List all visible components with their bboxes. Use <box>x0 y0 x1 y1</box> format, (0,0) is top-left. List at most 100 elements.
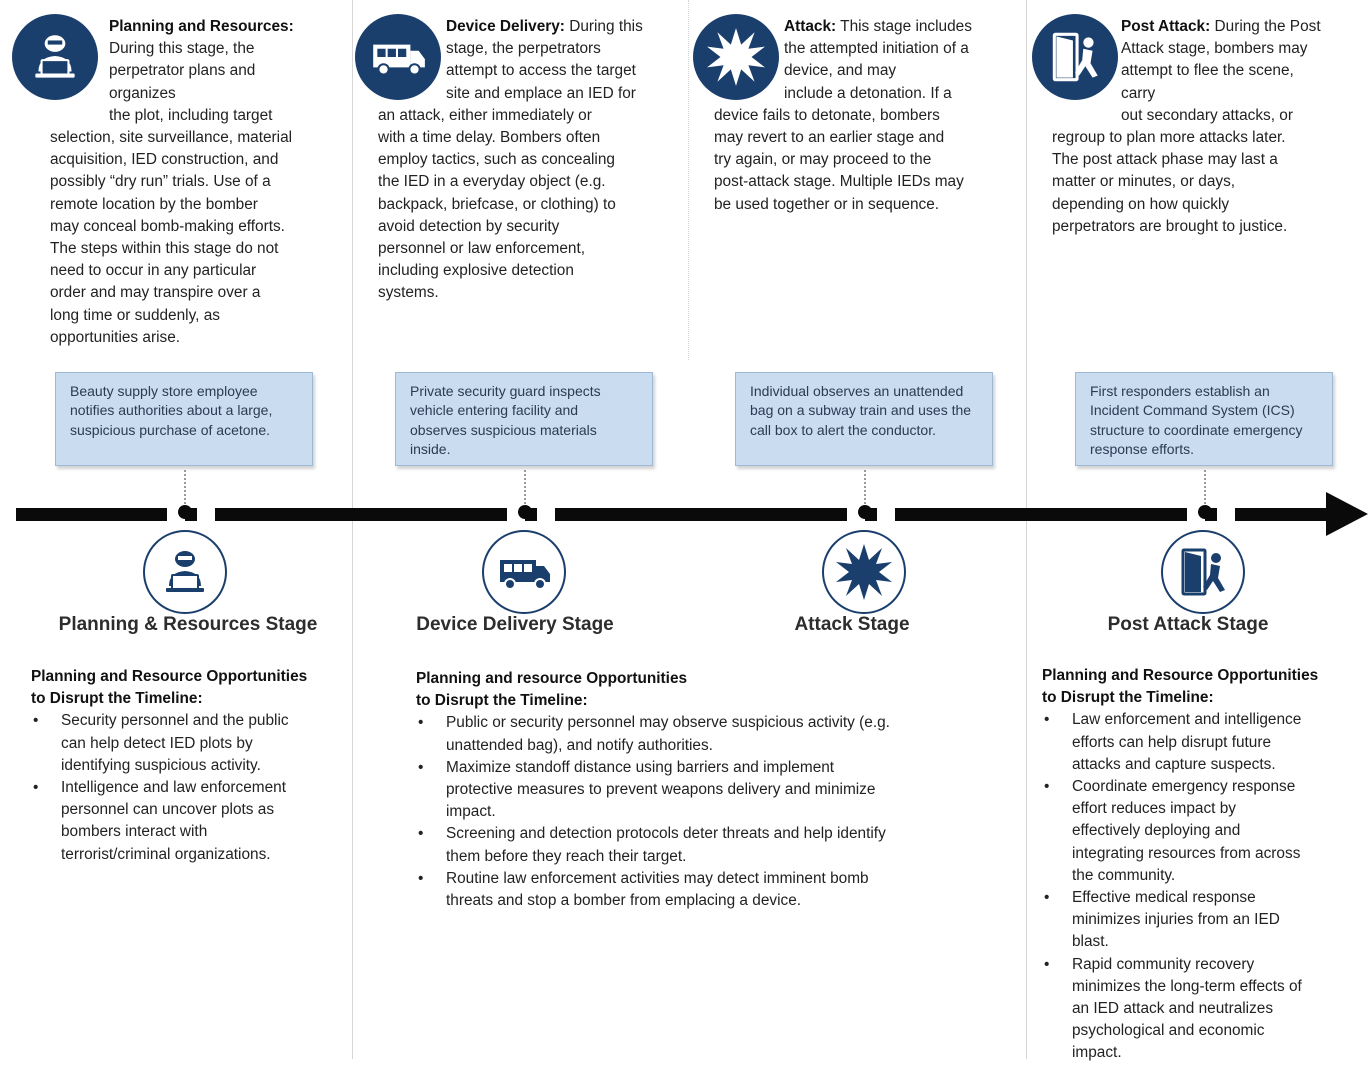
opportunity-line: the community. <box>1072 866 1176 884</box>
post-attack-description-line: The post attack phase may last a <box>1052 151 1278 169</box>
device-delivery-opportunities: Planning and resource Opportunities to D… <box>416 668 890 912</box>
attack-description-line: include a detonation. If a <box>784 84 952 102</box>
opportunity-line: Effective medical response <box>1072 889 1256 907</box>
opportunity-line: effort reduces impact by <box>1072 800 1236 818</box>
post-attack-description-line: regroup to plan more attacks later. <box>1052 129 1286 147</box>
opportunities-heading: Planning and Resource Opportunities to D… <box>31 666 307 710</box>
post-attack-description-title: Post Attack: <box>1121 18 1211 35</box>
timeline-gap <box>197 504 215 525</box>
column-separator <box>352 0 353 1059</box>
device-delivery-description-line: avoid detection by security <box>378 217 560 235</box>
delivery-truck-icon <box>355 14 441 100</box>
post-attack-description-line: Attack stage, bombers may <box>1121 40 1308 58</box>
opportunity-line: bombers interact with <box>61 823 208 841</box>
door-exit-icon <box>1161 530 1245 614</box>
timeline-gap <box>1217 504 1235 525</box>
opportunity-line: impact. <box>1072 1044 1122 1062</box>
opportunities-heading-line: Planning and Resource Opportunities <box>31 668 308 685</box>
person-laptop-icon <box>12 14 98 100</box>
device-delivery-description-line: site and emplace an IED for <box>446 84 636 102</box>
device-delivery-description-line: with a time delay. Bombers often <box>378 129 601 147</box>
opportunities-heading-line: to Disrupt the Timeline: <box>31 690 203 708</box>
post-attack-description-line: out secondary attacks, or <box>1121 106 1293 124</box>
opportunity-line: an IED attack and neutralizes <box>1072 1000 1274 1018</box>
post-attack-description-line: depending on how quickly <box>1052 195 1230 213</box>
device-delivery-stage-title: Device Delivery Stage <box>416 614 614 635</box>
opportunity-line: unattended bag), and notify authorities. <box>446 736 713 754</box>
opportunity-line: protective measures to prevent weapons d… <box>446 781 876 799</box>
attack-description: Attack: This stage includes the attempte… <box>714 16 972 216</box>
column-separator <box>688 0 690 360</box>
planning-description-line: long time or suddenly, as <box>50 306 220 324</box>
explosion-icon <box>693 14 779 100</box>
opportunity-line: Routine law enforcement activities may d… <box>446 869 869 887</box>
planning-description: Planning and Resources: During this stag… <box>50 16 294 349</box>
post-attack-description-line: perpetrators are brought to justice. <box>1052 217 1288 235</box>
attack-description-line: This stage includes <box>840 18 972 35</box>
opportunity-line: can help detect IED plots by <box>61 734 253 752</box>
planning-opportunities: Planning and Resource Opportunities to D… <box>31 666 307 866</box>
explosion-icon <box>822 530 906 614</box>
timeline-gap <box>537 504 555 525</box>
opportunity-line: Screening and detection protocols deter … <box>446 825 886 843</box>
timeline-bar <box>16 508 1346 521</box>
opportunity-line: integrating resources from across <box>1072 844 1301 862</box>
opportunity-item: Security personnel and the public can he… <box>31 710 307 777</box>
post-attack-stage-title: Post Attack Stage <box>1107 614 1269 635</box>
dotted-connector <box>524 470 526 504</box>
planning-example-box: Beauty supply store employee notifies au… <box>55 372 313 466</box>
timeline-dot <box>858 505 872 519</box>
opportunities-heading-line: to Disrupt the Timeline: <box>1042 689 1214 707</box>
opportunity-line: Maximize standoff distance using barrier… <box>446 758 835 776</box>
planning-description-line: the plot, including target <box>109 106 273 124</box>
planning-description-line: opportunities arise. <box>50 328 181 346</box>
planning-description-title: Planning and Resources: <box>109 18 294 35</box>
opportunity-item: Law enforcement and intelligence efforts… <box>1042 709 1318 776</box>
opportunity-line: impact. <box>446 803 496 821</box>
opportunity-item: Routine law enforcement activities may d… <box>416 868 890 912</box>
attack-description-line: the attempted initiation of a <box>784 40 969 58</box>
post-attack-opportunities: Planning and Resource Opportunities to D… <box>1042 665 1318 1065</box>
opportunity-item: Public or security personnel may observe… <box>416 712 890 756</box>
post-attack-description-line: During the Post <box>1214 18 1321 35</box>
planning-description-line: organizes <box>109 84 176 102</box>
timeline-dot <box>178 505 192 519</box>
post-attack-description-line: attempt to flee the scene, <box>1121 62 1294 80</box>
opportunity-line: personnel can uncover plots as <box>61 801 275 819</box>
opportunity-line: Law enforcement and intelligence <box>1072 711 1302 729</box>
device-delivery-description-line: including explosive detection <box>378 262 574 280</box>
person-laptop-icon <box>143 530 227 614</box>
attack-example-box: Individual observes an unattended bag on… <box>735 372 993 466</box>
device-delivery-description-line: employ tactics, such as concealing <box>378 151 615 169</box>
device-delivery-description-line: backpack, briefcase, or clothing) to <box>378 195 616 213</box>
planning-stage-title: Planning & Resources Stage <box>58 614 318 635</box>
opportunity-line: minimizes injuries from an IED <box>1072 911 1280 929</box>
planning-description-line: may conceal bomb-making efforts. <box>50 217 285 235</box>
attack-description-line: may revert to an earlier stage and <box>714 129 945 147</box>
post-attack-example-box: First responders establish an Incident C… <box>1075 372 1333 466</box>
device-delivery-description-line: stage, the perpetrators <box>446 40 601 58</box>
planning-description-line: During this stage, the <box>109 40 255 58</box>
opportunity-line: attacks and capture suspects. <box>1072 755 1276 773</box>
post-attack-description-line: carry <box>1121 84 1156 102</box>
opportunity-line: terrorist/criminal organizations. <box>61 845 271 863</box>
device-delivery-description-line: personnel or law enforcement, <box>378 240 586 258</box>
opportunity-line: minimizes the long-term effects of <box>1072 977 1302 995</box>
opportunity-item: Maximize standoff distance using barrier… <box>416 757 890 824</box>
opportunity-item: Coordinate emergency response effort red… <box>1042 776 1318 887</box>
attack-description-line: post-attack stage. Multiple IEDs may <box>714 173 964 191</box>
opportunities-heading: Planning and resource Opportunities to D… <box>416 668 890 712</box>
opportunity-line: efforts can help disrupt future <box>1072 733 1272 751</box>
device-delivery-description-line: attempt to access the target <box>446 62 636 80</box>
device-delivery-description-line: systems. <box>378 284 439 302</box>
opportunity-item: Effective medical response minimizes inj… <box>1042 887 1318 954</box>
device-delivery-description-title: Device Delivery: <box>446 18 565 35</box>
opportunities-heading-line: to Disrupt the Timeline: <box>416 692 588 710</box>
post-attack-description: Post Attack: During the Post Attack stag… <box>1052 16 1321 238</box>
planning-description-line: selection, site surveillance, material <box>50 129 293 147</box>
opportunity-line: Coordinate emergency response <box>1072 778 1296 796</box>
opportunity-line: Public or security personnel may observe… <box>446 714 890 732</box>
dotted-connector <box>184 470 186 504</box>
planning-description-line: need to occur in any particular <box>50 262 257 280</box>
opportunity-line: effectively deploying and <box>1072 822 1241 840</box>
